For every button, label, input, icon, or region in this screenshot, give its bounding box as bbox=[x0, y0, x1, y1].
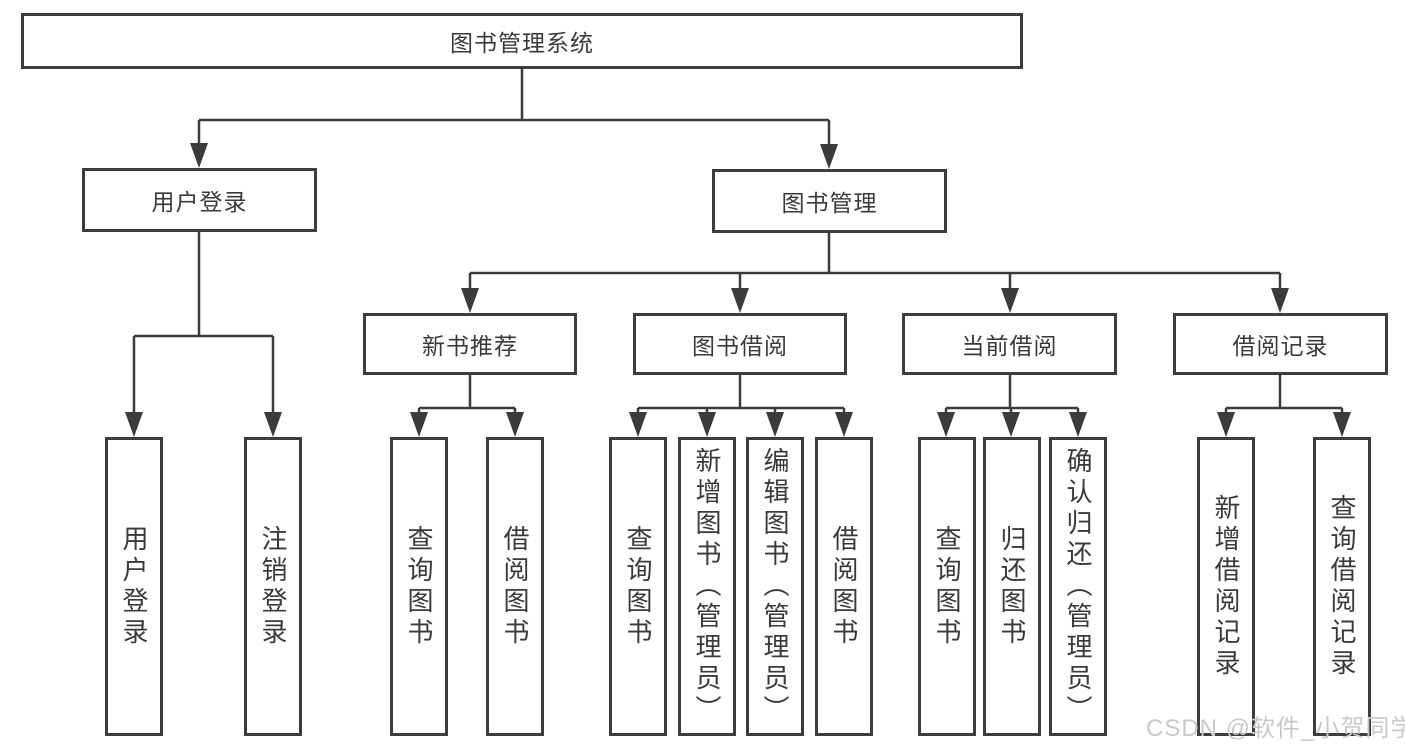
arrowhead-icon bbox=[264, 412, 282, 437]
node-add-book-admin: 新增图书（管理员） bbox=[678, 437, 736, 736]
connector-line bbox=[1224, 375, 1344, 419]
arrowhead-icon bbox=[506, 412, 524, 437]
node-book-borrowing: 图书借阅 bbox=[633, 313, 847, 375]
node-query-books-current: 查询图书 bbox=[918, 437, 976, 736]
node-query-books-borrowing: 查询图书 bbox=[609, 437, 667, 736]
node-user-login-module-label: 用户登录 bbox=[151, 189, 248, 215]
arrowhead-icon bbox=[937, 412, 955, 437]
node-confirm-return-admin: 确认归还（管理员） bbox=[1049, 437, 1107, 736]
arrowhead-icon bbox=[461, 288, 479, 313]
node-add-borrow-record: 新增借阅记录 bbox=[1197, 437, 1255, 736]
node-add-borrow-record-label: 新增借阅记录 bbox=[1211, 493, 1241, 680]
node-library-management-system-label: 图书管理系统 bbox=[450, 30, 594, 56]
connector-line bbox=[132, 232, 275, 419]
node-borrow-books-borrowing-label: 借阅图书 bbox=[829, 524, 859, 649]
node-edit-book-admin: 编辑图书（管理员） bbox=[746, 437, 804, 736]
connector-line bbox=[636, 375, 846, 419]
arrowhead-icon bbox=[629, 412, 647, 437]
node-confirm-return-admin-label: 确认归还（管理员） bbox=[1063, 447, 1093, 726]
node-borrow-books-recommend: 借阅图书 bbox=[486, 437, 544, 736]
arrowhead-icon bbox=[835, 412, 853, 437]
node-return-books-label: 归还图书 bbox=[997, 524, 1027, 649]
node-user-login-action-label: 用户登录 bbox=[119, 524, 149, 649]
node-borrowing-records-label: 借阅记录 bbox=[1232, 333, 1329, 359]
arrowhead-icon bbox=[766, 412, 784, 437]
node-book-borrowing-label: 图书借阅 bbox=[692, 333, 788, 359]
node-logout-action: 注销登录 bbox=[244, 437, 302, 736]
node-query-borrow-record: 查询借阅记录 bbox=[1313, 437, 1371, 736]
node-user-login-action: 用户登录 bbox=[105, 437, 163, 736]
connector-line bbox=[417, 375, 517, 419]
node-current-borrowing-label: 当前借阅 bbox=[961, 333, 1058, 359]
node-logout-action-label: 注销登录 bbox=[258, 524, 288, 649]
node-query-books-recommend-label: 查询图书 bbox=[404, 524, 434, 649]
arrowhead-icon bbox=[820, 144, 838, 169]
watermark: CSDN @软件_小贺同学 bbox=[1146, 715, 1405, 742]
arrowhead-icon bbox=[190, 143, 208, 168]
connector-line bbox=[197, 69, 831, 151]
node-current-borrowing: 当前借阅 bbox=[902, 313, 1117, 375]
node-book-management-module-label: 图书管理 bbox=[781, 190, 878, 216]
arrowhead-icon bbox=[125, 412, 143, 437]
arrowhead-icon bbox=[731, 288, 749, 313]
node-library-management-system: 图书管理系统 bbox=[21, 13, 1023, 69]
connector-line bbox=[468, 233, 1282, 295]
arrowhead-icon bbox=[1001, 288, 1019, 313]
node-borrow-books-recommend-label: 借阅图书 bbox=[500, 524, 530, 649]
node-add-book-admin-label: 新增图书（管理员） bbox=[692, 447, 722, 726]
node-query-books-current-label: 查询图书 bbox=[932, 524, 962, 649]
node-borrowing-records: 借阅记录 bbox=[1173, 313, 1388, 375]
node-borrow-books-borrowing: 借阅图书 bbox=[815, 437, 873, 736]
arrowhead-icon bbox=[1271, 288, 1289, 313]
node-new-book-recommendation: 新书推荐 bbox=[363, 313, 577, 375]
node-query-borrow-record-label: 查询借阅记录 bbox=[1327, 493, 1357, 680]
node-return-books: 归还图书 bbox=[983, 437, 1041, 736]
node-query-books-borrowing-label: 查询图书 bbox=[623, 524, 653, 649]
arrowhead-icon bbox=[410, 412, 428, 437]
arrowhead-icon bbox=[1333, 412, 1351, 437]
arrowhead-icon bbox=[1002, 412, 1020, 437]
node-book-management-module: 图书管理 bbox=[712, 169, 947, 233]
arrowhead-icon bbox=[1069, 412, 1087, 437]
node-new-book-recommendation-label: 新书推荐 bbox=[422, 333, 518, 359]
arrowhead-icon bbox=[698, 412, 716, 437]
node-query-books-recommend: 查询图书 bbox=[390, 437, 448, 736]
arrowhead-icon bbox=[1217, 412, 1235, 437]
node-user-login-module: 用户登录 bbox=[82, 168, 317, 232]
node-edit-book-admin-label: 编辑图书（管理员） bbox=[760, 447, 790, 726]
